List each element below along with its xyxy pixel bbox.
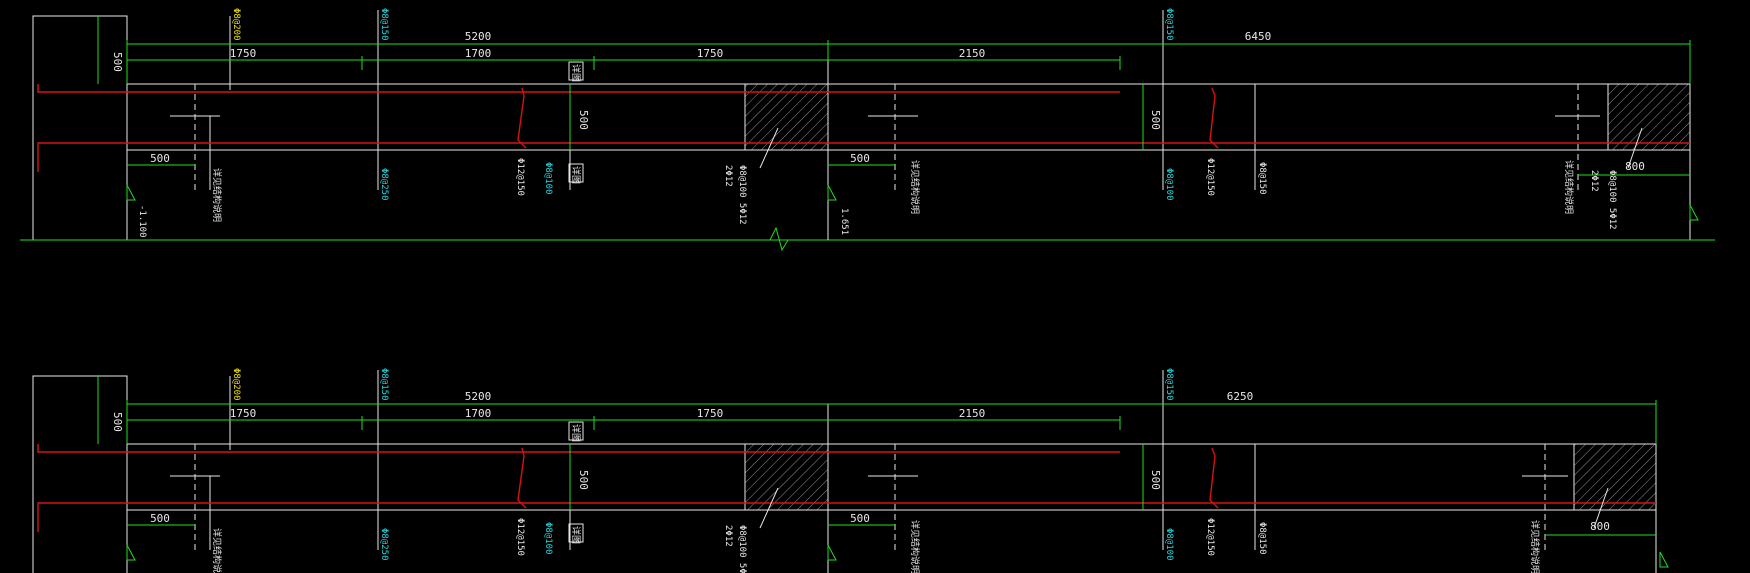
lower-slab-note: Φ8@100 5Φ12 (737, 525, 747, 573)
upper-slab-note: Φ8@100 5Φ12 (737, 165, 747, 225)
lower-rebar-note: 2Φ12 (723, 525, 733, 547)
lower-section: 5200 6250 1750 1700 1750 2150 500 500 80… (32, 368, 1669, 573)
upper-leader-mid (759, 127, 779, 169)
upper-stamp-text-1: 详见结构说明 (211, 168, 223, 222)
upper-dim-5200: 5200 (465, 30, 492, 43)
upper-rebar-note-right: 2Φ12 (1589, 170, 1599, 192)
upper-dim-500-mid: 500 (850, 152, 870, 165)
upper-section: 5200 6450 1750 1700 1750 2150 500 500 80… (20, 8, 1715, 252)
lower-rebar-bottom (37, 502, 1656, 532)
upper-rebar-hook-1 (517, 87, 527, 149)
upper-dim-1700: 1700 (465, 47, 492, 60)
lower-dim-800: 800 (1590, 520, 1610, 533)
upper-dim-500-left: 500 (150, 152, 170, 165)
lower-level-triangle-mid (827, 544, 837, 561)
upper-level-triangle-mid (827, 184, 837, 201)
upper-dim-800: 800 (1625, 160, 1645, 173)
upper-hatched-block-mid (744, 83, 829, 151)
upper-dim-6450: 6450 (1245, 30, 1272, 43)
lower-cyan-label-bottom-2: Φ8@100 (543, 522, 553, 555)
lower-dim-1750-a: 1750 (230, 407, 257, 420)
upper-cyan-label-top-2: Φ8@150 (1164, 8, 1174, 41)
lower-dim-500-vert-mid: 500 (577, 470, 590, 490)
lower-rebar-hook-2 (1209, 447, 1219, 509)
upper-axis-c-label: Φ12@150 (515, 158, 525, 196)
upper-tag-box-top-text: 详图 (570, 64, 582, 82)
upper-rebar-top (37, 84, 1120, 93)
upper-rebar-hook-2 (1209, 87, 1219, 149)
lower-level-triangle-right (1659, 551, 1669, 568)
upper-axis-label-f: Φ8@150 (1257, 162, 1267, 195)
lower-leader-right (1593, 487, 1609, 529)
lower-dim-500-left: 500 (150, 512, 170, 525)
lower-axis-label-f: Φ8@150 (1257, 522, 1267, 555)
lower-dim-2150: 2150 (959, 407, 986, 420)
lower-stamp-text-3: 详见结构说明 (1529, 520, 1541, 573)
lower-dim-500-vert-right: 500 (1149, 470, 1162, 490)
upper-dim-1750-a: 1750 (230, 47, 257, 60)
lower-tag-box-top (568, 421, 584, 441)
lower-leader-mid (759, 487, 779, 529)
upper-yellow-label: Φ8@200 (231, 8, 241, 41)
lower-tag-box-bottom (568, 523, 584, 543)
upper-dim-1750-b: 1750 (697, 47, 724, 60)
upper-dim-500-vert-mid: 500 (577, 110, 590, 130)
lower-dim-500-mid: 500 (850, 512, 870, 525)
lower-dim-6250: 6250 (1227, 390, 1254, 403)
lower-rebar-hook-1 (517, 447, 527, 509)
upper-dim-500-vert: 500 (111, 52, 124, 72)
upper-stamp-text-3: 详见结构说明 (1563, 160, 1575, 214)
lower-axis-c-label: Φ12@150 (515, 518, 525, 556)
upper-axis-c-label-2: Φ12@150 (1205, 158, 1215, 196)
upper-dim-500-vert-right: 500 (1149, 110, 1162, 130)
upper-level-triangle-left (126, 184, 136, 201)
lower-dim-1700: 1700 (465, 407, 492, 420)
upper-dim-2150: 2150 (959, 47, 986, 60)
upper-slab-note-right: Φ8@100 5Φ12 (1607, 170, 1617, 230)
upper-tag-box-top (568, 61, 584, 81)
lower-dim-1750-b: 1750 (697, 407, 724, 420)
upper-cyan-label-top-1: Φ8@150 (379, 8, 389, 41)
lower-dim-500-vert: 500 (111, 412, 124, 432)
lower-cyan-label-bottom-1: Φ8@250 (379, 528, 389, 561)
lower-rebar-top (37, 444, 1120, 453)
lower-cyan-label-bottom-3: Φ8@100 (1164, 528, 1174, 561)
upper-break-mark (769, 226, 789, 252)
upper-level-mid-text: 1.651 (839, 208, 849, 235)
lower-hatched-block-mid (744, 443, 829, 511)
lower-dim-5200: 5200 (465, 390, 492, 403)
lower-stamp-text-1: 详见结构说明 (211, 528, 223, 573)
lower-hatched-block-right (1573, 443, 1657, 511)
lower-stamp-text-2: 详见结构说明 (909, 520, 921, 573)
lower-tag-box-bottom-text: 详图 (570, 526, 582, 544)
upper-left-column-outline (32, 15, 128, 241)
lower-left-column-outline (32, 375, 128, 573)
lower-axis-c-label-2: Φ12@150 (1205, 518, 1215, 556)
upper-rebar-note: 2Φ12 (723, 165, 733, 187)
upper-rebar-bottom (37, 142, 1690, 172)
lower-tag-box-top-text: 详图 (570, 424, 582, 442)
upper-stamp-text-2: 详见结构说明 (909, 160, 921, 214)
lower-cyan-label-top-2: Φ8@150 (1164, 368, 1174, 401)
upper-tag-box-bottom (568, 163, 584, 183)
upper-level-triangle-right (1689, 204, 1699, 221)
upper-cyan-label-bottom-2: Φ8@100 (543, 162, 553, 195)
upper-cyan-label-bottom-1: Φ8@250 (379, 168, 389, 201)
lower-yellow-label: Φ8@200 (231, 368, 241, 401)
upper-hatched-block-right (1607, 83, 1691, 151)
upper-level-left-text: -1.100 (137, 205, 147, 238)
upper-cyan-label-bottom-3: Φ8@100 (1164, 168, 1174, 201)
lower-level-triangle-left (126, 544, 136, 561)
upper-leader-right (1627, 127, 1643, 169)
upper-tag-box-bottom-text: 详图 (570, 166, 582, 184)
lower-cyan-label-top-1: Φ8@150 (379, 368, 389, 401)
